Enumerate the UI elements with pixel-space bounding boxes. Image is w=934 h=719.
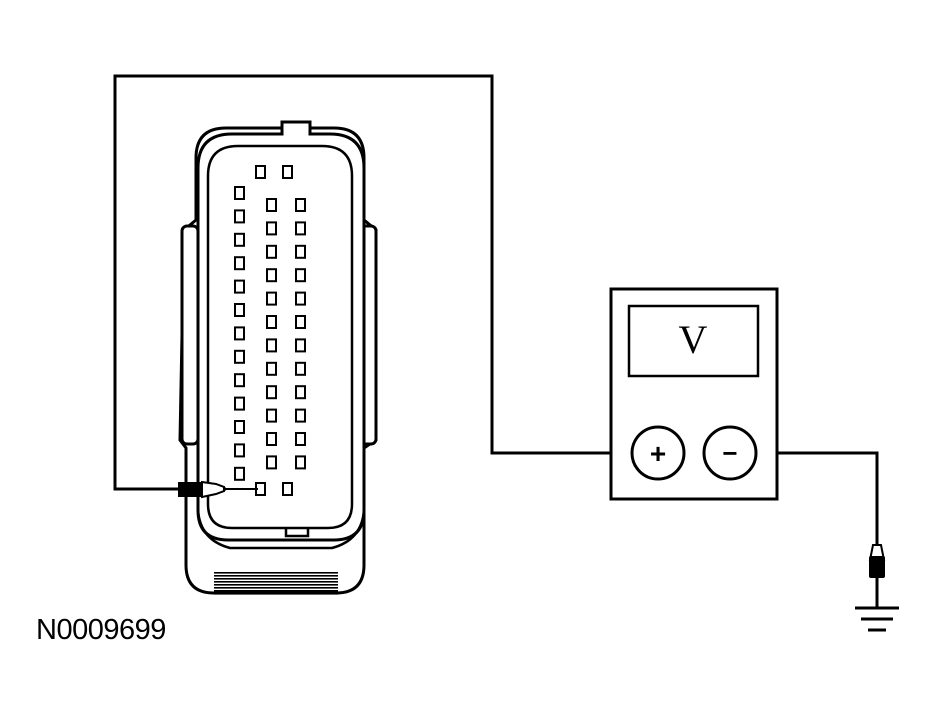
connector-pin-left-13 — [234, 466, 245, 481]
connector-pin-right-1 — [295, 198, 306, 212]
figure-reference-number: N0009699 — [36, 614, 166, 646]
connector-pin-center-7 — [266, 338, 277, 353]
latch-grille-line — [214, 572, 338, 574]
latch-grille-line — [214, 578, 338, 580]
connector-pin-right-3 — [295, 244, 306, 259]
connector-pins — [234, 165, 306, 496]
connector-shell — [196, 120, 366, 542]
connector-pin-left-8 — [234, 349, 245, 364]
connector-pin-left-1 — [234, 186, 245, 200]
connector-pin-right-10 — [295, 408, 306, 423]
wire-pin-to-meter-plus — [113, 74, 632, 491]
wire-meter-minus-to-ground — [756, 451, 879, 545]
latch-grille-line — [214, 575, 338, 577]
connector-pin-top-2 — [282, 165, 293, 179]
latch-grille-line — [214, 593, 338, 595]
connector-pin-center-4 — [266, 268, 277, 283]
connector-pin-left-12 — [234, 443, 245, 458]
connector-pin-right-12 — [295, 455, 306, 470]
wiring — [113, 74, 879, 545]
connector-pin-right-9 — [295, 385, 306, 400]
connector-pin-right-2 — [295, 221, 306, 236]
latch-grille-line — [214, 584, 338, 586]
connector-inner-shell — [206, 144, 354, 530]
connector-latch-grille — [214, 572, 338, 595]
connector-pin-right-6 — [295, 315, 306, 329]
connector-pin-center-12 — [266, 455, 277, 470]
connector-pin-left-2 — [234, 209, 245, 224]
connector — [178, 120, 378, 595]
connector-pin-center-5 — [266, 291, 277, 306]
connector-pin-left-10 — [234, 396, 245, 411]
connector-pin-center-9 — [266, 385, 277, 400]
connector-pin-left-6 — [234, 303, 245, 317]
connector-pin-right-8 — [295, 361, 306, 376]
connector-pin-center-10 — [266, 408, 277, 423]
probe-body — [178, 482, 202, 497]
probe-tip — [201, 480, 225, 499]
connector-pin-right-11 — [295, 432, 306, 446]
latch-grille-line — [214, 581, 338, 583]
latch-grille-line — [214, 590, 338, 592]
connector-pin-left-11 — [234, 420, 245, 434]
voltmeter: V + − — [609, 287, 779, 501]
connector-lower-lip — [196, 509, 366, 550]
ground-probe — [868, 544, 886, 608]
connector-pin-center-8 — [266, 361, 277, 376]
connector-pin-bottom-2 — [282, 482, 293, 496]
probe — [178, 480, 258, 499]
connector-pin-top-1 — [255, 165, 266, 179]
voltmeter-minus-symbol: − — [722, 438, 737, 468]
connector-pin-center-11 — [266, 432, 277, 446]
connector-pin-left-4 — [234, 256, 245, 271]
voltmeter-display — [627, 304, 760, 378]
ground-probe-body — [869, 556, 885, 578]
voltmeter-display-symbol: V — [679, 317, 708, 362]
connector-pin-center-1 — [266, 198, 277, 212]
ground-icon — [855, 606, 899, 632]
voltmeter-plus-terminal — [630, 425, 686, 481]
connector-pin-right-7 — [295, 338, 306, 353]
connector-pin-left-5 — [234, 279, 245, 294]
latch-grille-line — [214, 587, 338, 589]
connector-pin-right-4 — [295, 268, 306, 283]
voltmeter-plus-symbol: + — [650, 438, 666, 469]
connector-pin-left-7 — [234, 326, 245, 341]
voltmeter-minus-terminal — [702, 425, 758, 481]
connector-pin-right-5 — [295, 291, 306, 306]
connector-pin-center-6 — [266, 315, 277, 329]
connector-pin-center-3 — [266, 244, 277, 259]
connector-pin-left-3 — [234, 232, 245, 247]
connector-pin-center-2 — [266, 221, 277, 236]
connector-pin-left-9 — [234, 373, 245, 388]
connector-bottom-key — [284, 528, 310, 538]
connector-left-rib — [180, 224, 200, 446]
